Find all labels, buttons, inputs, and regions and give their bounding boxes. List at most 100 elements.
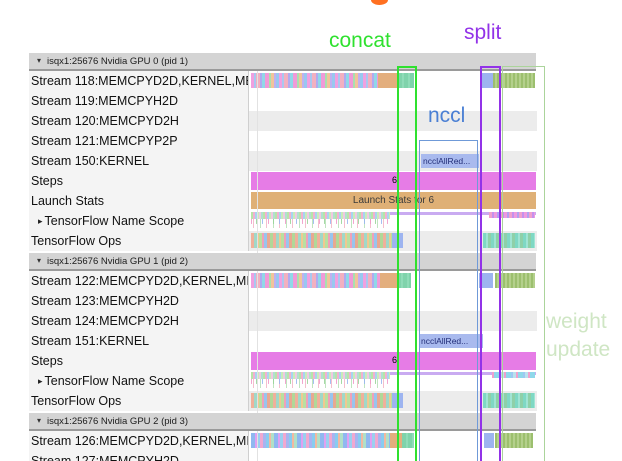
trace-events-dense[interactable] [251,393,392,408]
name-scope-drips [251,219,390,228]
row-label-text: Launch Stats [31,194,104,208]
timeline-row: Stream 121:MEMCPYP2P [29,131,537,151]
row-label[interactable]: Stream 151:KERNEL [29,331,248,351]
name-scope-strip[interactable] [251,372,390,379]
timeline-row: Stream 151:KERNEL ncclAllRed... [29,331,537,351]
row-label[interactable]: Stream 121:MEMCPYP2P [29,131,248,151]
trace-events-teal[interactable] [483,393,535,408]
timeline-row: Stream 118:MEMCPYD2D,KERNEL,ME [29,71,537,91]
trace-events-dense[interactable] [251,233,392,248]
row-label-text: Stream 119:MEMCPYH2D [31,94,179,108]
row-label-text: TensorFlow Name Scope [44,214,185,228]
timeline-row: Stream 119:MEMCPYH2D [29,91,537,111]
name-scope-mini-events[interactable] [492,372,535,378]
row-label[interactable]: Stream 119:MEMCPYH2D [29,91,248,111]
row-label-text: Stream 127:MEMCPYH2D [31,454,179,461]
row-label[interactable]: Stream 118:MEMCPYD2D,KERNEL,ME [29,71,248,91]
timeline-row: TensorFlow Ops [29,231,537,251]
row-label[interactable]: Stream 123:MEMCPYH2D [29,291,248,311]
section-header-label: isqx1:25676 Nvidia GPU 2 (pid 3) [47,415,189,427]
row-label[interactable]: Stream 124:MEMCPYD2H [29,311,248,331]
nccl-allreduce-event[interactable]: ncclAllRed... [421,154,479,168]
section-header-gpu2[interactable]: ▾isqx1:25676 Nvidia GPU 2 (pid 3) [29,413,536,431]
row-track [248,91,537,111]
timeline-row: Stream 150:KERNEL ncclAllRed... [29,151,537,171]
section-header-label: isqx1:25676 Nvidia GPU 1 (pid 2) [47,255,189,267]
timeline-row: Stream 120:MEMCPYD2H [29,111,537,131]
annotation-split-box [480,66,501,461]
row-label-text: Stream 126:MEMCPYD2D,KERNEL,MI [31,434,248,448]
expand-triangle-icon[interactable]: ▸ [38,375,43,386]
row-label-text: Stream 123:MEMCPYH2D [31,294,179,308]
row-label-text: Stream 121:MEMCPYP2P [31,134,178,148]
section-header-label: isqx1:25676 Nvidia GPU 0 (pid 1) [47,55,189,67]
name-scope-drips [251,379,390,388]
trace-event-teal[interactable] [397,273,411,288]
annotation-concat-label: concat [329,29,391,52]
row-label[interactable]: TensorFlow Ops [29,391,248,411]
row-label[interactable]: Stream 120:MEMCPYD2H [29,111,248,131]
row-track [248,111,537,131]
section-header-gpu0[interactable]: ▾isqx1:25676 Nvidia GPU 0 (pid 1) [29,53,536,71]
row-label[interactable]: ▸TensorFlow Name Scope [29,371,248,391]
annotation-concat-box [397,66,417,461]
row-label-text: TensorFlow Ops [31,234,122,248]
step-number: 6 [391,355,397,365]
annotation-split-label: split [464,21,502,44]
row-label[interactable]: Stream 126:MEMCPYD2D,KERNEL,MI [29,431,248,451]
row-label-text: TensorFlow Name Scope [44,374,185,388]
nccl-allreduce-event[interactable]: ncclAllRed... [419,334,483,348]
row-label-text: Stream 122:MEMCPYD2D,KERNEL,MI [31,274,248,288]
timeline-row: Stream 127:MEMCPYH2D [29,451,537,461]
trace-event[interactable] [378,73,398,88]
row-track [248,291,537,311]
steps-bar[interactable] [251,172,536,190]
launch-stats-bar[interactable]: Launch Stats for 6 [251,192,536,209]
row-label-text: TensorFlow Ops [31,394,122,408]
name-scope-line [390,212,536,215]
trace-events-dense[interactable] [251,73,378,88]
name-scope-mini-events[interactable] [489,212,535,218]
cropped-orange-glyph [371,0,388,5]
weight-update-events[interactable] [495,273,535,288]
weight-update-line1: weight [546,310,607,333]
row-label[interactable]: Steps [29,351,248,371]
trace-event-teal[interactable] [398,73,414,88]
row-label-text: Stream 124:MEMCPYD2H [31,314,179,328]
weight-update-events[interactable] [493,73,535,88]
trace-event[interactable] [380,273,397,288]
annotation-weight-update-label: weight update [546,308,610,364]
timeline-row: Launch Stats Launch Stats for 6 [29,191,537,211]
expand-triangle-icon[interactable]: ▸ [38,215,43,226]
steps-bar[interactable] [251,352,536,370]
trace-event[interactable] [479,273,493,288]
row-label[interactable]: Stream 150:KERNEL [29,151,248,171]
row-label-text: Steps [31,174,63,188]
row-label-text: Stream 151:KERNEL [31,334,150,348]
weight-update-line2: update [546,338,611,361]
row-label[interactable]: Stream 127:MEMCPYH2D [29,451,248,461]
timeline-row: Steps 6 [29,351,537,371]
row-label[interactable]: ▸TensorFlow Name Scope [29,211,248,231]
row-label[interactable]: Launch Stats [29,191,248,211]
trace-events-dense[interactable] [251,433,390,448]
row-label[interactable]: Steps [29,171,248,191]
trace-events-teal[interactable] [483,233,535,248]
annotation-nccl-box [419,140,478,461]
annotation-nccl-label: nccl [428,104,466,127]
row-label[interactable]: Stream 122:MEMCPYD2D,KERNEL,MI [29,271,248,291]
row-label[interactable]: TensorFlow Ops [29,231,248,251]
row-track [248,311,537,331]
collapse-triangle-icon: ▾ [37,256,42,265]
trace-events-dense[interactable] [251,273,380,288]
section-header-gpu1[interactable]: ▾ isqx1:25676 Nvidia GPU 1 (pid 2) [29,253,536,271]
name-scope-strip[interactable] [251,212,390,219]
trace-event[interactable] [484,433,494,448]
trace-event-teal[interactable] [402,433,414,448]
trace-event[interactable] [482,73,493,88]
timeline-row: Stream 123:MEMCPYH2D [29,291,537,311]
weight-update-events[interactable] [495,433,533,448]
trace-event[interactable] [390,433,402,448]
row-label-text: Stream 118:MEMCPYD2D,KERNEL,ME [31,74,248,88]
